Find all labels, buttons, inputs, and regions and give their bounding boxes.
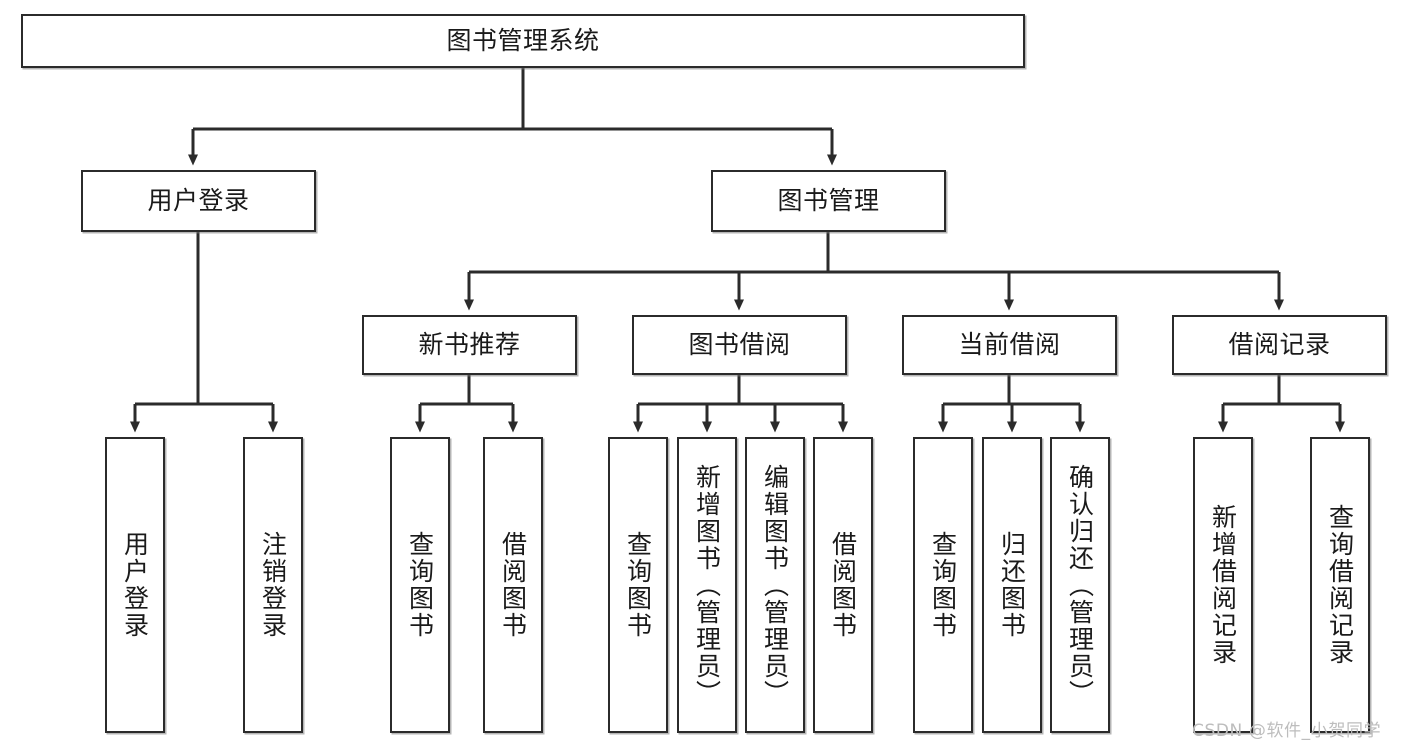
node-current-borrow[interactable]: 当前借阅 (902, 315, 1117, 375)
node-label: 新增图书（管理员） (692, 463, 722, 707)
node-label: 新增借阅记录 (1208, 504, 1238, 666)
leaf-records-add-record[interactable]: 新增借阅记录 (1193, 437, 1253, 733)
node-label: 归还图书 (997, 531, 1027, 639)
node-label: 编辑图书（管理员） (760, 463, 790, 707)
node-label: 借阅记录 (1228, 330, 1331, 360)
csdn-watermark: CSDN @软件_小贺同学 (1192, 721, 1382, 741)
node-root-book-management-system[interactable]: 图书管理系统 (21, 14, 1025, 68)
node-label: 用户登录 (120, 531, 150, 639)
leaf-newbook-query-book[interactable]: 查询图书 (390, 437, 450, 733)
node-label: 用户登录 (147, 186, 250, 216)
leaf-borrow-query-book[interactable]: 查询图书 (608, 437, 668, 733)
node-label: 借阅图书 (828, 531, 858, 639)
leaf-borrow-add-book-admin[interactable]: 新增图书（管理员） (677, 437, 737, 733)
node-label: 图书管理 (777, 186, 880, 216)
node-label: 查询借阅记录 (1325, 504, 1355, 666)
leaf-borrow-edit-book-admin[interactable]: 编辑图书（管理员） (745, 437, 805, 733)
node-label: 查询图书 (928, 531, 958, 639)
node-label: 注销登录 (258, 531, 288, 639)
node-new-book-recommend[interactable]: 新书推荐 (362, 315, 577, 375)
node-label: 借阅图书 (498, 531, 528, 639)
leaf-user-login-login[interactable]: 用户登录 (105, 437, 165, 733)
leaf-newbook-borrow-book[interactable]: 借阅图书 (483, 437, 543, 733)
node-label: 图书借阅 (688, 330, 791, 360)
leaf-user-login-logout[interactable]: 注销登录 (243, 437, 303, 733)
node-user-login[interactable]: 用户登录 (81, 170, 316, 232)
leaf-current-query-book[interactable]: 查询图书 (913, 437, 973, 733)
node-borrow-records[interactable]: 借阅记录 (1172, 315, 1387, 375)
leaf-records-query-record[interactable]: 查询借阅记录 (1310, 437, 1370, 733)
node-label: 新书推荐 (418, 330, 521, 360)
node-label: 图书管理系统 (446, 26, 600, 56)
node-book-borrow[interactable]: 图书借阅 (632, 315, 847, 375)
leaf-current-confirm-return-admin[interactable]: 确认归还（管理员） (1050, 437, 1110, 733)
node-label: 当前借阅 (958, 330, 1061, 360)
node-label: 查询图书 (623, 531, 653, 639)
leaf-current-return-book[interactable]: 归还图书 (982, 437, 1042, 733)
leaf-borrow-borrow-book[interactable]: 借阅图书 (813, 437, 873, 733)
node-label: 确认归还（管理员） (1065, 463, 1095, 707)
node-label: 查询图书 (405, 531, 435, 639)
node-book-management[interactable]: 图书管理 (711, 170, 946, 232)
